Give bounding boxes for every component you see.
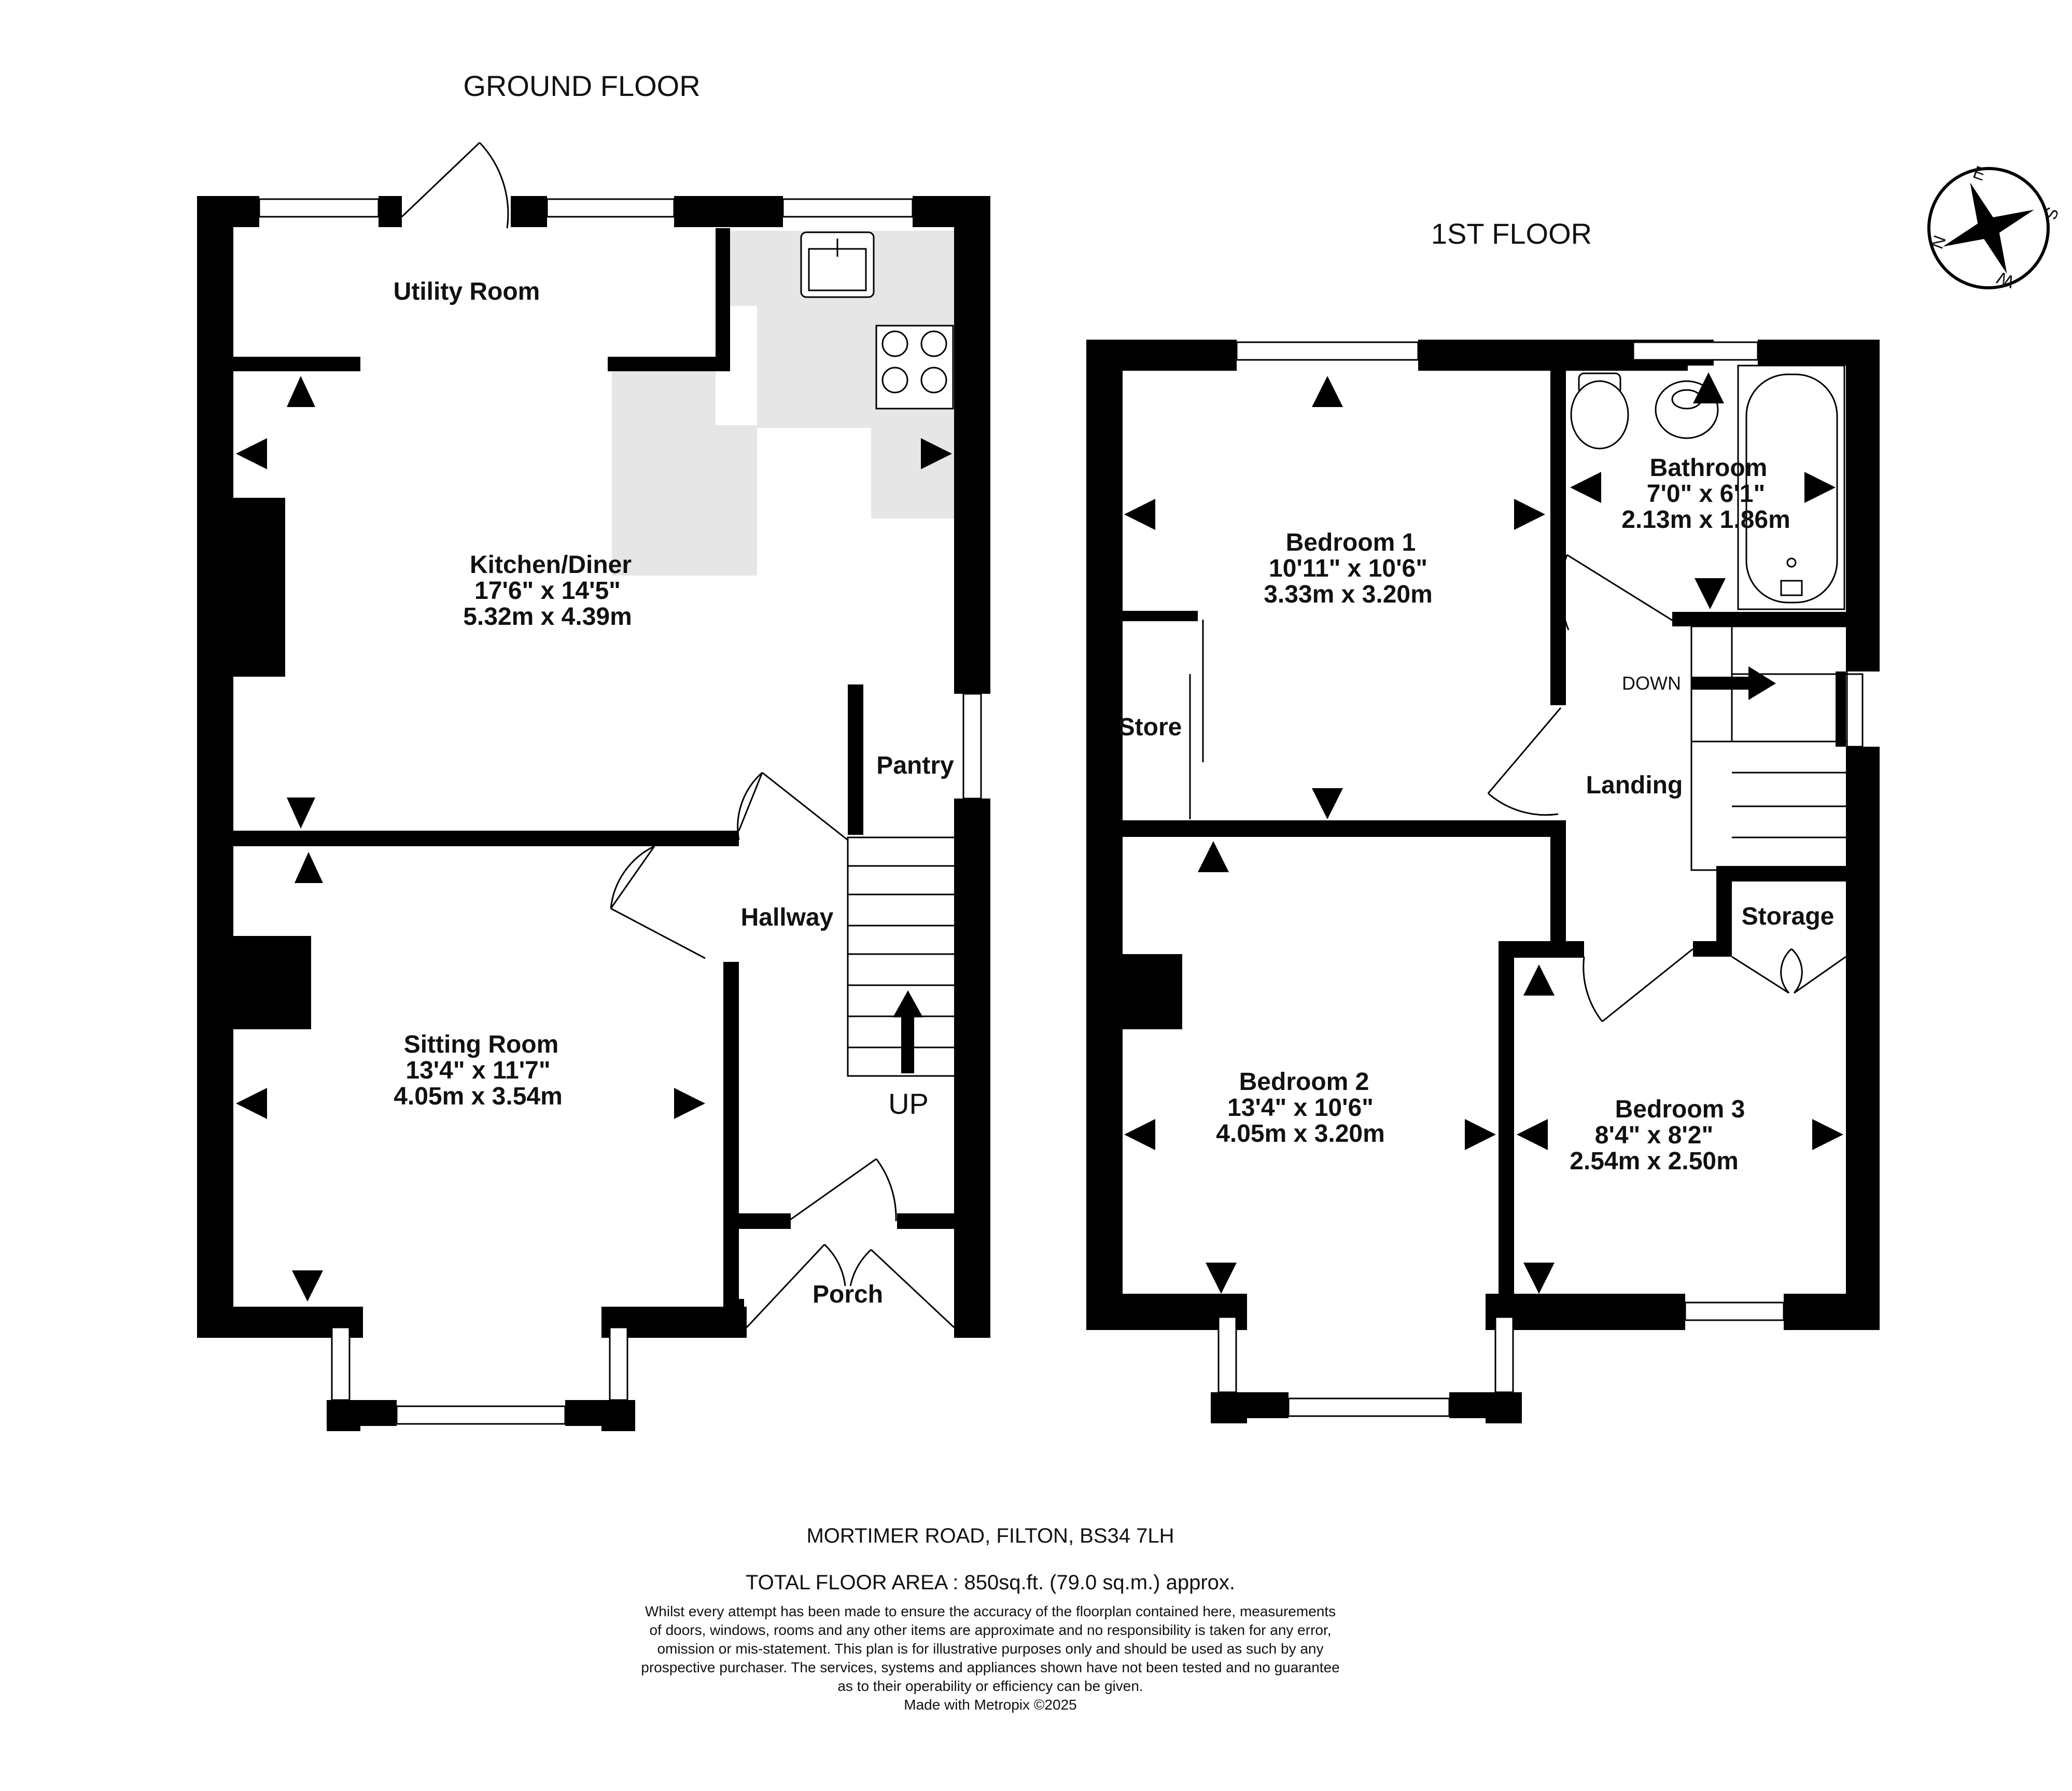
disclaimer-line-2: of doors, windows, rooms and any other i…	[649, 1622, 1331, 1638]
first-floor-title: 1ST FLOOR	[1431, 217, 1592, 250]
first-floor: 1ST FLOOR	[1086, 217, 1880, 1423]
landing-label: Landing	[1586, 772, 1683, 799]
compass-e: E	[1970, 162, 1988, 185]
stairs-up-label: UP	[888, 1087, 929, 1120]
bedroom2-label: Bedroom 2	[1239, 1068, 1369, 1096]
toilet-icon	[1570, 372, 1629, 450]
first-stairs	[1690, 625, 1848, 871]
porch-label: Porch	[813, 1281, 883, 1308]
ground-walls	[197, 196, 990, 1431]
address: MORTIMER ROAD, FILTON, BS34 7LH	[806, 1524, 1174, 1547]
sitting-room-label: Sitting Room	[404, 1031, 559, 1058]
bathroom-label: Bathroom	[1650, 454, 1768, 482]
store-label: Store	[1118, 713, 1182, 741]
utility-room-label: Utility Room	[394, 278, 540, 305]
pantry-label: Pantry	[876, 752, 954, 779]
bedroom2-metric: 4.05m x 3.20m	[1216, 1120, 1385, 1148]
compass-s: S	[2040, 204, 2062, 222]
stairs-down-arrow-icon	[1691, 666, 1776, 700]
bedroom2-imperial: 13'4" x 10'6"	[1227, 1094, 1374, 1122]
sitting-room-metric: 4.05m x 3.54m	[394, 1083, 563, 1110]
disclaimer-line-5: as to their operability or efficiency ca…	[837, 1678, 1143, 1694]
ground-measure-arrows	[236, 376, 952, 1302]
credit: Made with Metropix ©2025	[904, 1697, 1076, 1713]
kitchen-label: Kitchen/Diner	[470, 551, 632, 579]
first-measure-arrows	[1124, 372, 1843, 1294]
hob-icon	[875, 325, 954, 410]
bedroom1-imperial: 10'11" x 10'6"	[1269, 555, 1427, 582]
stairs-down-label: DOWN	[1622, 673, 1681, 694]
first-windows	[1217, 341, 1864, 1417]
compass-icon	[1927, 167, 2050, 289]
ground-floor: GROUND FLOOR	[197, 69, 990, 1431]
bathroom-imperial: 7'0" x 6'1"	[1647, 480, 1766, 508]
ground-floor-title: GROUND FLOOR	[463, 69, 700, 102]
footer: MORTIMER ROAD, FILTON, BS34 7LH TOTAL FL…	[641, 1524, 1339, 1713]
bedroom1-metric: 3.33m x 3.20m	[1264, 581, 1433, 608]
stairs-up-arrow-icon	[893, 990, 923, 1073]
total-floor-area: TOTAL FLOOR AREA : 850sq.ft. (79.0 sq.m.…	[746, 1571, 1235, 1594]
storage-label: Storage	[1742, 903, 1835, 930]
bedroom3-imperial: 8'4" x 8'2"	[1595, 1122, 1714, 1149]
disclaimer-line-4: prospective purchaser. The services, sys…	[641, 1659, 1339, 1675]
kitchen-sink-icon	[800, 231, 875, 298]
ground-windows	[258, 198, 982, 1425]
bedroom3-metric: 2.54m x 2.50m	[1570, 1148, 1739, 1175]
compass-n: N	[1927, 233, 1950, 251]
bathroom-metric: 2.13m x 1.86m	[1621, 506, 1790, 534]
disclaimer-line-3: omission or mis-statement. This plan is …	[657, 1641, 1323, 1657]
kitchen-metric: 5.32m x 4.39m	[463, 603, 632, 631]
bedroom3-label: Bedroom 3	[1615, 1096, 1745, 1123]
hallway-label: Hallway	[741, 904, 834, 931]
basin-icon	[1655, 380, 1719, 439]
first-doors	[1189, 554, 1846, 1023]
disclaimer-line-1: Whilst every attempt has been made to en…	[645, 1603, 1336, 1619]
sitting-room-imperial: 13'4" x 11'7"	[405, 1057, 550, 1084]
kitchen-imperial: 17'6" x 14'5"	[474, 577, 621, 605]
ground-doors	[401, 142, 955, 1328]
bedroom1-label: Bedroom 1	[1286, 529, 1416, 556]
